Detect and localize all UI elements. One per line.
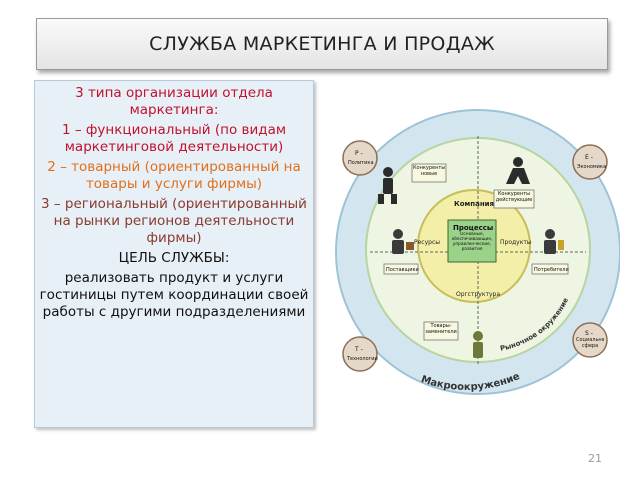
competitors-active-label: Конкуренты действующие [495,191,533,203]
factor-technology-label: Технологии [346,356,378,362]
consumers-box [531,263,569,275]
competitor-new-figure-icon [378,167,397,204]
substitutes-label: Товары-заменители [425,323,457,335]
text-panel: 3 типа организации отдела маркетинга: 1 … [34,80,314,428]
resources-label: Ресурсы [414,239,440,246]
suppliers-label: Поставщики [386,267,419,273]
environment-diagram: Компания Процессы Основные, обеспечивающ… [335,109,620,395]
factor-economy-label: Экономика [577,164,606,170]
competitors-new-box [411,163,447,183]
factor-economy-tag: E - [585,154,593,161]
factor-politics-tag: Р - [355,150,363,157]
processes-label: Процессы [453,224,493,232]
factor-social: S - Социальная сфера [572,322,608,358]
type-1-text: 1 – функциональный (по видам маркетингов… [61,122,287,155]
competitors-active-box [493,189,535,209]
supplier-figure-icon [392,229,414,254]
processes-box [447,219,497,263]
substitute-figure-icon [473,331,483,358]
type-3-text: 3 – региональный (ориентированный на рын… [41,196,307,246]
goal-text: реализовать продукт и услуги гостиницы п… [39,270,309,320]
page-number: 21 [588,452,602,465]
substitutes-box [423,321,459,341]
factor-social-tag: S - [585,330,593,337]
title-bar: СЛУЖБА МАРКЕТИНГА И ПРОДАЖ [36,18,608,70]
factor-politics-label: Политика [348,160,374,166]
competitor-active-figure-icon [506,157,530,184]
factor-technology-tag: T - [354,346,363,353]
type-2-text: 2 – товарный (ориентированный на товары … [47,159,301,192]
factor-social-label: Социальная сфера [576,337,604,349]
orgstructure-label: Оргструктура [456,291,500,298]
consumers-label: Потребители [534,267,569,273]
factor-economy: E - Экономика [572,144,608,180]
goal-heading: ЦЕЛЬ СЛУЖБЫ: [118,250,230,266]
slide-title: СЛУЖБА МАРКЕТИНГА И ПРОДАЖ [149,33,495,55]
company-label: Компания [454,200,494,208]
consumer-figure-icon [544,229,564,254]
intro-text: 3 типа организации отдела маркетинга: [75,85,273,118]
factor-technology: T - Технологии [342,336,378,372]
suppliers-box [383,263,419,275]
processes-sub: Основные, обеспечивающие, управленческие… [451,232,493,252]
factor-politics: Р - Политика [342,140,378,176]
competitors-new-label: Конкуренты новые [413,165,445,177]
products-label: Продукты [500,239,532,246]
